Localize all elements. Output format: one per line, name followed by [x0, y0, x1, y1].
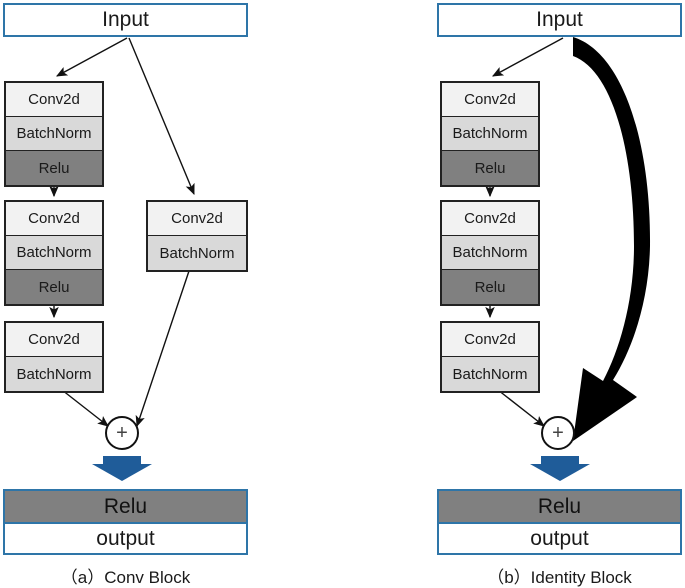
caption-b: （b）Identity Block [434, 563, 685, 588]
main-stack-b-1: Conv2d BatchNorm Relu [440, 81, 540, 187]
layer-cell-conv2d[interactable]: Conv2d [6, 323, 102, 357]
layer-cell-batchnorm[interactable]: BatchNorm [442, 357, 538, 391]
main-stack-b-3: Conv2d BatchNorm [440, 321, 540, 393]
layer-cell-conv2d[interactable]: Conv2d [148, 202, 246, 236]
block-arrow-a-sum-to-relu [92, 456, 152, 481]
edge-a-shortcut-to-sum [135, 267, 191, 428]
input-label-a: Input [102, 8, 149, 31]
plus-symbol: + [552, 422, 564, 444]
output-relu-label-a: Relu [103, 494, 148, 518]
layer-cell-relu[interactable]: Relu [6, 151, 102, 185]
output-relu-band-b: Relu [437, 489, 682, 522]
shortcut-stack-a: Conv2d BatchNorm [146, 200, 248, 272]
edge-a-input-to-stack1 [56, 37, 128, 77]
layer-cell-batchnorm[interactable]: BatchNorm [6, 236, 102, 270]
main-stack-b-2: Conv2d BatchNorm Relu [440, 200, 540, 306]
output-label-b: output [530, 526, 589, 550]
edge-a-stack3-to-sum [61, 389, 109, 427]
plus-symbol: + [116, 422, 128, 444]
output-relu-band-a: Relu [3, 489, 248, 522]
output-box-a[interactable]: output [3, 522, 248, 555]
caption-b-text: （b）Identity Block [487, 568, 632, 587]
layer-cell-conv2d[interactable]: Conv2d [442, 83, 538, 117]
main-stack-a-1: Conv2d BatchNorm Relu [4, 81, 104, 187]
layer-cell-batchnorm[interactable]: BatchNorm [6, 357, 102, 391]
caption-a: （a）Conv Block [0, 563, 251, 588]
main-stack-a-2: Conv2d BatchNorm Relu [4, 200, 104, 306]
edge-a-input-to-shortcut [128, 37, 195, 196]
layer-cell-batchnorm[interactable]: BatchNorm [6, 117, 102, 151]
layer-cell-conv2d[interactable]: Conv2d [442, 202, 538, 236]
caption-a-text: （a）Conv Block [60, 568, 191, 587]
layer-cell-conv2d[interactable]: Conv2d [6, 83, 102, 117]
input-box-a[interactable]: Input [3, 3, 248, 37]
output-label-a: output [96, 526, 155, 550]
layer-cell-relu[interactable]: Relu [442, 270, 538, 304]
main-stack-a-3: Conv2d BatchNorm [4, 321, 104, 393]
edge-b-input-to-stack1 [492, 37, 564, 77]
input-box-b[interactable]: Input [437, 3, 682, 37]
input-label-b: Input [536, 8, 583, 31]
block-arrow-b-sum-to-relu [530, 456, 590, 481]
layer-cell-relu[interactable]: Relu [6, 270, 102, 304]
layer-cell-batchnorm[interactable]: BatchNorm [442, 117, 538, 151]
layer-cell-batchnorm[interactable]: BatchNorm [148, 236, 246, 270]
layer-cell-conv2d[interactable]: Conv2d [6, 202, 102, 236]
skip-connection-arrow-b [573, 37, 651, 441]
output-box-b[interactable]: output [437, 522, 682, 555]
layer-cell-batchnorm[interactable]: BatchNorm [442, 236, 538, 270]
output-relu-label-b: Relu [537, 494, 582, 518]
layer-cell-relu[interactable]: Relu [442, 151, 538, 185]
sum-node-b: + [541, 416, 575, 450]
sum-node-a: + [105, 416, 139, 450]
edge-b-stack3-to-sum [497, 389, 545, 427]
layer-cell-conv2d[interactable]: Conv2d [442, 323, 538, 357]
